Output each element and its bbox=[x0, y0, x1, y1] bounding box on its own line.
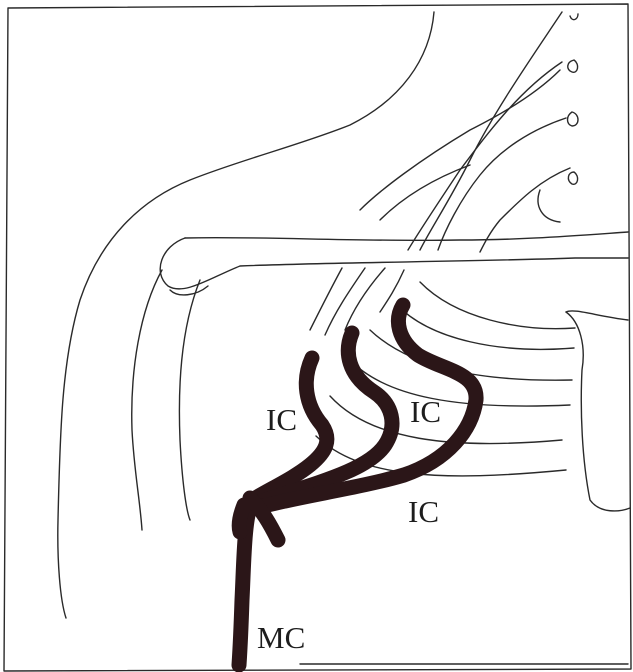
neck-nerve-roots bbox=[360, 12, 578, 252]
label-ic-left: IC bbox=[266, 402, 297, 437]
brachial-strands bbox=[310, 268, 404, 335]
labels: IC IC IC MC bbox=[257, 394, 441, 655]
clavicle bbox=[160, 232, 628, 295]
nerve-trunks bbox=[239, 305, 476, 665]
sternum bbox=[566, 311, 630, 511]
figure-frame bbox=[4, 4, 631, 671]
label-ic-middle: IC bbox=[410, 394, 441, 429]
label-mc: MC bbox=[257, 620, 305, 655]
label-ic-lower: IC bbox=[408, 494, 439, 529]
